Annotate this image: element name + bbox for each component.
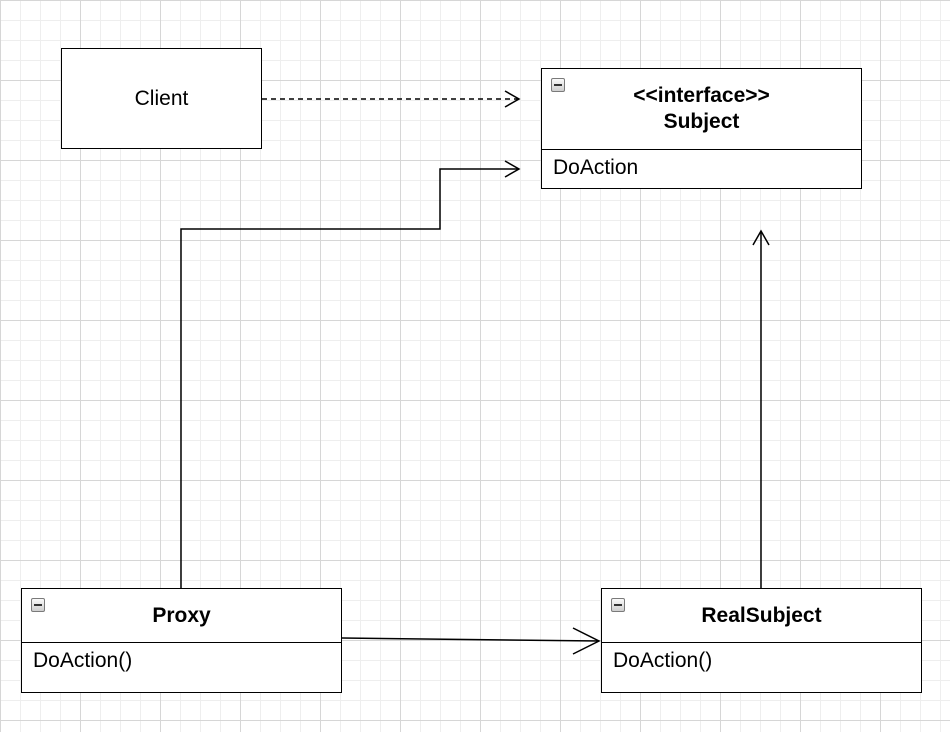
- collapse-icon[interactable]: [31, 598, 45, 612]
- proxy-class-name: Proxy: [152, 603, 211, 627]
- subject-operation[interactable]: DoAction: [553, 156, 639, 179]
- proxy-operation[interactable]: DoAction(): [33, 649, 133, 672]
- proxy-operations: DoAction(): [22, 643, 341, 675]
- realsubject-class-name: RealSubject: [701, 603, 822, 627]
- subject-stereotype: <<interface>>: [633, 84, 770, 107]
- realsubject-class-header: RealSubject: [602, 589, 921, 643]
- subject-class-header: <<interface>> Subject: [542, 69, 861, 150]
- collapse-icon[interactable]: [551, 78, 565, 92]
- client-to-subject-connector[interactable]: [262, 90, 521, 108]
- proxy-to-realsubject-connector[interactable]: [341, 627, 601, 655]
- client-node[interactable]: Client: [61, 48, 262, 149]
- realsubject-to-subject-connector[interactable]: [752, 229, 770, 588]
- realsubject-class[interactable]: RealSubject DoAction(): [601, 588, 922, 693]
- proxy-to-subject-connector[interactable]: [180, 160, 521, 588]
- client-label: Client: [134, 86, 189, 110]
- subject-class[interactable]: <<interface>> Subject DoAction: [541, 68, 862, 189]
- realsubject-operation[interactable]: DoAction(): [613, 649, 713, 672]
- collapse-icon[interactable]: [611, 598, 625, 612]
- subject-operations: DoAction: [542, 150, 861, 182]
- subject-class-name: Subject: [663, 110, 740, 133]
- realsubject-operations: DoAction(): [602, 643, 921, 675]
- proxy-class-header: Proxy: [22, 589, 341, 643]
- proxy-class[interactable]: Proxy DoAction(): [21, 588, 342, 693]
